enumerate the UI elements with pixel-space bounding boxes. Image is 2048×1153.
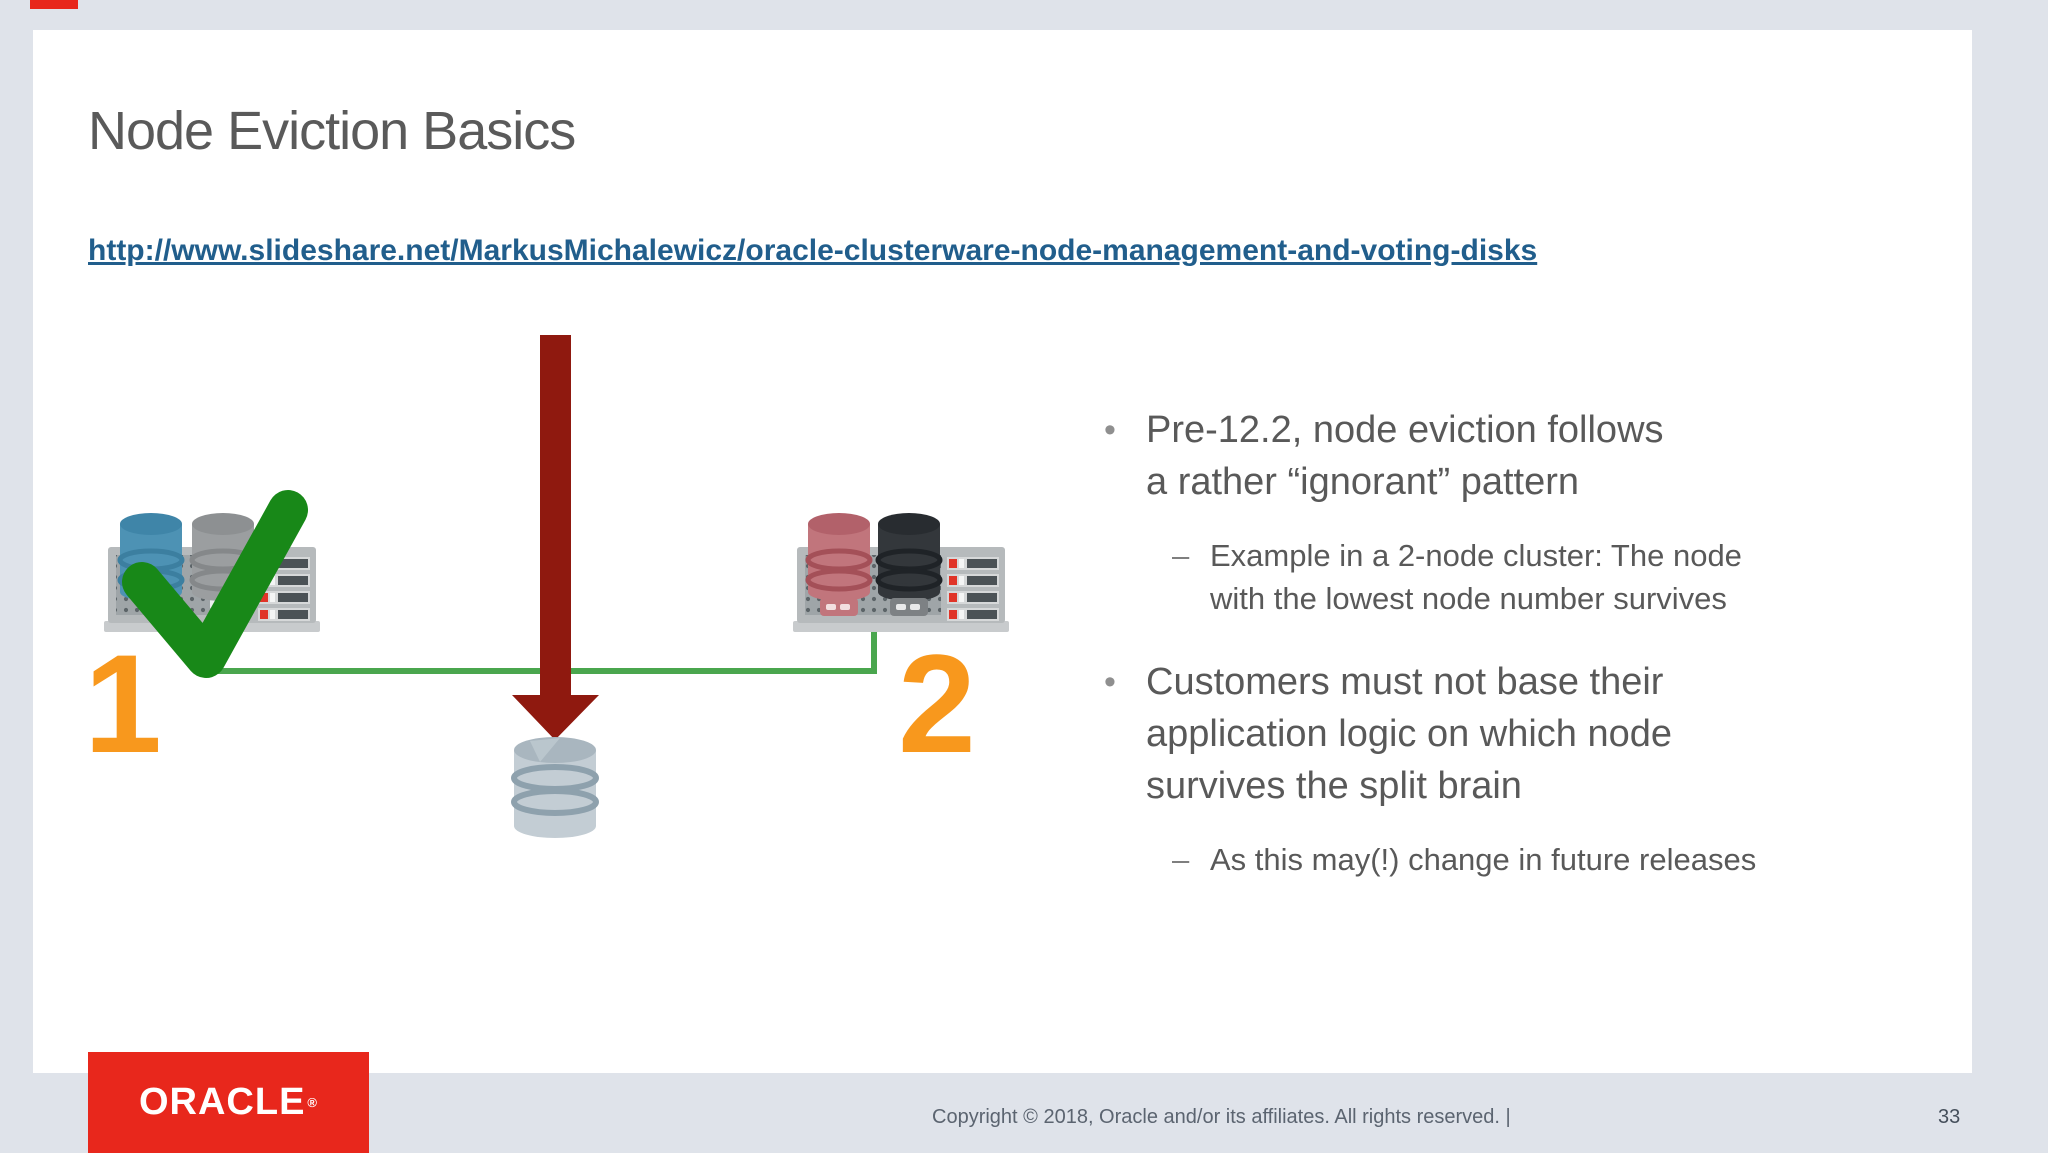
sub-bullet-item-1: – Example in a 2-node cluster: The node … — [1172, 534, 1884, 620]
slideshare-link[interactable]: http://www.slideshare.net/MarkusMichalew… — [88, 234, 1538, 267]
node-2-number: 2 — [898, 625, 976, 782]
page-number: 33 — [1938, 1106, 1961, 1128]
bullet-text: Pre-12.2, node eviction follows a rather… — [1146, 409, 1664, 503]
oracle-logo-text: ORACLE — [138, 1081, 306, 1123]
registered-mark: ® — [307, 1095, 319, 1110]
bullet-item-2: • Customers must not base their applicat… — [1104, 656, 1884, 812]
bullet-item-1: • Pre-12.2, node eviction follows a rath… — [1104, 404, 1884, 508]
sub-bullet-item-2: – As this may(!) change in future releas… — [1172, 838, 1884, 881]
node-1-number: 1 — [84, 625, 162, 782]
copyright-text: Copyright © 2018, Oracle and/or its affi… — [932, 1106, 1511, 1128]
bullet-marker: • — [1104, 663, 1116, 701]
sub-bullet-text: As this may(!) change in future releases — [1210, 842, 1757, 877]
bullet-marker: • — [1104, 411, 1116, 449]
top-red-accent — [30, 0, 78, 9]
bullet-list: • Pre-12.2, node eviction follows a rath… — [1104, 404, 1884, 917]
sub-bullet-text: Example in a 2-node cluster: The node wi… — [1210, 538, 1742, 616]
sub-bullet-marker: – — [1172, 842, 1190, 877]
oracle-logo: ORACLE® — [88, 1052, 369, 1153]
sub-bullet-marker: – — [1172, 538, 1190, 573]
bullet-text: Customers must not base their applicatio… — [1146, 661, 1673, 807]
page-title: Node Eviction Basics — [88, 101, 576, 161]
